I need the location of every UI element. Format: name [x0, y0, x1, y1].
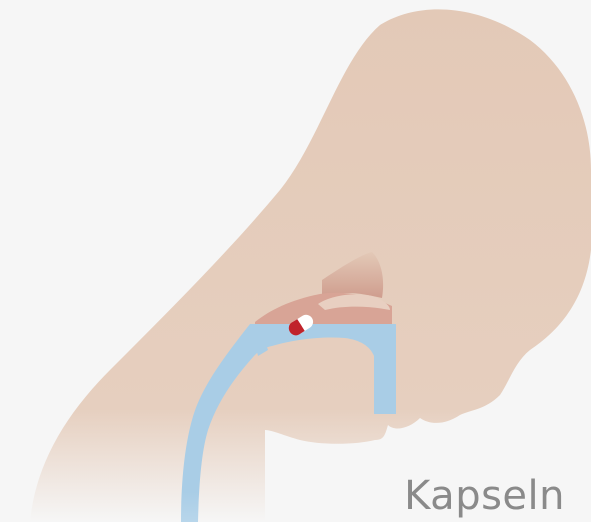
caption-label: Kapseln [404, 476, 565, 516]
head-profile-icon [30, 9, 591, 522]
